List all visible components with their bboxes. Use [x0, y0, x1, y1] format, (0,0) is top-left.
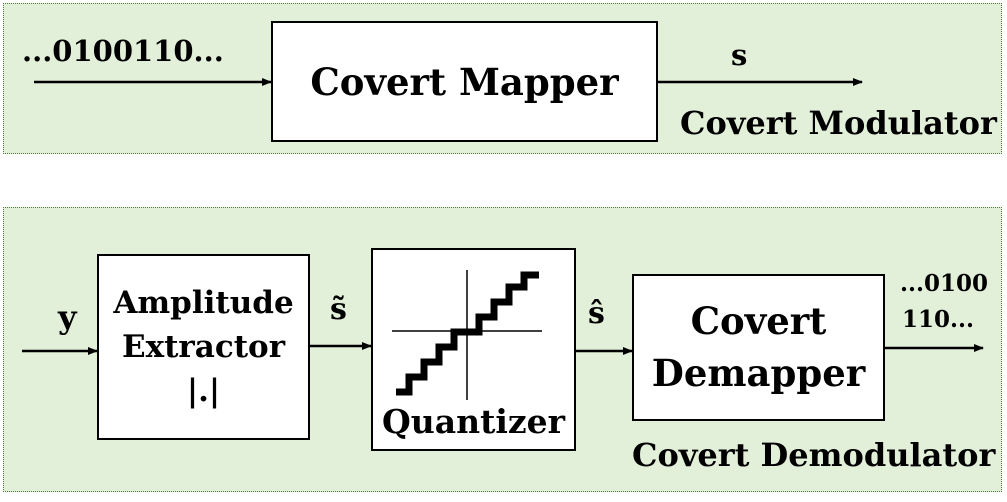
covert-mapper-label: Covert Mapper [310, 59, 619, 104]
covert-modulator-title: Covert Modulator [680, 104, 997, 142]
received-signal-y: y [58, 298, 77, 336]
s-tilde-label: s̃ [330, 292, 347, 327]
output-symbol-s: s [731, 38, 748, 72]
quantizer-staircase-curve [395, 271, 539, 396]
covert-demodulator-title: Covert Demodulator [632, 436, 996, 474]
absolute-value-operator: |.| [186, 373, 221, 409]
covert-mapper-block: Covert Mapper [271, 21, 658, 142]
s-hat-label: ŝ [588, 296, 605, 331]
covert-demapper-block: Covert Demapper [632, 274, 885, 421]
amplitude-extractor-line1: Amplitude [113, 284, 294, 321]
quantizer-staircase-icon [391, 270, 542, 400]
covert-demapper-line1: Covert [690, 299, 827, 344]
input-bit-sequence: ...0100110... [22, 34, 224, 68]
quantizer-label: Quantizer [381, 402, 565, 441]
output-bits-line1: ...0100 [900, 270, 989, 297]
amplitude-extractor-block: Amplitude Extractor |.| [97, 254, 310, 440]
output-bits-line2: 110... [902, 306, 975, 333]
covert-demapper-line2: Demapper [651, 350, 866, 395]
amplitude-extractor-line2: Extractor [121, 328, 286, 365]
quantizer-block: Quantizer [371, 248, 576, 451]
